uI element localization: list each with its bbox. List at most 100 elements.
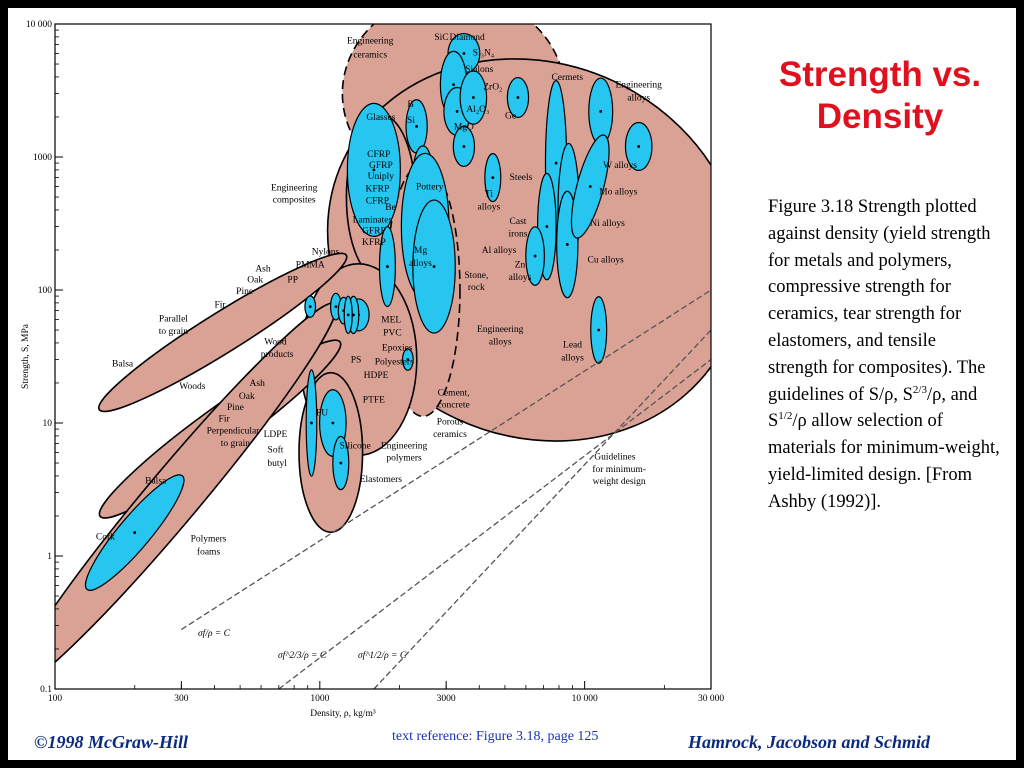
annotation-63: alloys	[561, 354, 584, 364]
caption-text-3: /ρ allow selection of materials for mini…	[768, 411, 1000, 512]
annotation-70: Pine	[227, 403, 244, 413]
annotation-16: CFRP	[367, 150, 390, 160]
annotation-11: Si	[407, 116, 415, 126]
material-dot-cermets	[599, 110, 603, 113]
annotation-3: Diamond	[449, 33, 485, 43]
material-dot-mo-alloys	[588, 185, 592, 188]
annotation-78: Guidelines	[594, 452, 635, 462]
material-dot-polyesters	[346, 313, 350, 317]
material-dot-cfrp	[372, 168, 376, 172]
annotation-47: Ni alloys	[590, 219, 625, 229]
y-tick-label-4: 1000	[33, 153, 52, 163]
annotation-69: Oak	[239, 392, 255, 402]
annotation-67: Woods	[179, 382, 205, 392]
annotation-26: Engineering	[271, 183, 318, 193]
annotation-34: Nylons	[312, 247, 340, 257]
material-dot-b	[415, 124, 419, 128]
guideline-label-2: σf^1/2/ρ = C	[358, 650, 407, 661]
annotation-48: Mo alloys	[599, 188, 638, 198]
material-dot-zro2	[516, 96, 520, 99]
annotation-1: ceramics	[353, 50, 387, 60]
annotation-7: Al₂O₃	[466, 105, 489, 115]
annotation-75: concrete	[438, 400, 470, 410]
annotation-91: foams	[197, 547, 221, 558]
annotation-4: Si₃N₄	[473, 49, 494, 59]
annotation-28: Ti	[485, 190, 493, 200]
material-dot-ldpe	[310, 421, 313, 425]
text-reference: text reference: Figure 3.18, page 125	[392, 729, 599, 744]
annotation-31: Cast	[510, 217, 527, 227]
material-dot-si3n4	[455, 110, 459, 113]
plot-area	[55, 24, 711, 689]
authors-note: Hamrock, Jacobson and Schmid	[688, 732, 931, 752]
annotation-38: Ash	[255, 265, 271, 275]
material-dot-al-alloys	[432, 265, 436, 268]
annotation-15: alloys	[627, 94, 650, 104]
annotation-10: B	[407, 100, 413, 110]
annotation-57: HDPE	[364, 371, 389, 381]
annotation-33: Al alloys	[482, 246, 517, 256]
annotation-85: Silicone	[340, 441, 371, 451]
annotation-44: Stone,	[464, 271, 488, 281]
figure-caption: Figure 3.18 Strength plotted against den…	[768, 194, 1000, 516]
annotation-58: PS	[351, 356, 362, 366]
caption-text-1: Figure 3.18 Strength plotted against den…	[768, 197, 991, 405]
annotation-42: Zn	[515, 261, 526, 271]
annotation-30: Steels	[510, 173, 533, 183]
guideline-1	[278, 359, 711, 689]
annotation-88: Elastomers	[360, 475, 403, 485]
material-dot-mgo	[462, 145, 466, 148]
annotation-37: alloys	[409, 259, 432, 269]
annotation-80: weight design	[593, 477, 646, 487]
annotation-17: GFRP	[369, 161, 393, 171]
y-tick-label-0: 0.1	[40, 685, 52, 695]
guideline-label-1: σf^2/3/ρ = C	[278, 650, 327, 661]
y-tick-label-3: 100	[38, 286, 53, 296]
annotation-51: Parallel	[159, 315, 188, 325]
x-tick-label-1: 300	[174, 694, 189, 704]
annotation-12: Glasses	[366, 113, 395, 123]
annotation-13: Cermets	[551, 73, 583, 83]
material-dot-diamond	[462, 52, 466, 55]
annotation-32: irons	[508, 230, 527, 240]
material-dot-pp	[308, 305, 312, 309]
copyright-note: ©1998 McGraw-Hill	[34, 732, 188, 752]
material-dot-zn-alloys	[533, 254, 537, 258]
annotation-64: Wood	[264, 337, 287, 347]
annotation-66: Balsa	[112, 360, 134, 370]
x-tick-label-2: 1000	[310, 694, 329, 704]
envelope-woods-parallel-to-grain	[97, 252, 348, 413]
annotation-29: alloys	[478, 202, 501, 212]
annotation-77: ceramics	[433, 430, 467, 440]
annotation-0: Engineering	[347, 37, 394, 47]
annotation-89: Balsa	[145, 476, 167, 486]
annotation-27: composites	[273, 195, 316, 205]
annotation-53: MEL	[381, 316, 401, 326]
material-dot-ti-alloys	[491, 176, 495, 180]
annotation-36: Mg	[414, 246, 427, 256]
annotation-21: Be	[385, 203, 396, 213]
annotation-14: Engineering	[615, 81, 662, 91]
guideline-0	[181, 289, 711, 631]
slide-title: Strength vs. Density	[778, 55, 982, 136]
annotation-55: Epoxies	[382, 343, 413, 353]
material-dot-pu	[331, 421, 335, 425]
annotation-8: MgO	[454, 122, 474, 132]
annotation-76: Porous	[437, 417, 464, 427]
material-dot-lead-alloys	[597, 328, 601, 332]
annotation-52: to grain	[159, 327, 189, 337]
annotation-23: GFRP	[362, 227, 386, 237]
x-tick-label-5: 30 000	[698, 694, 724, 704]
annotation-40: Pine	[236, 287, 253, 297]
annotation-68: Ash	[250, 379, 266, 389]
material-dot-w-alloys	[637, 145, 641, 148]
guideline-label-0: σf/ρ = C	[198, 628, 231, 639]
annotation-49: W alloys	[603, 161, 637, 171]
annotation-43: alloys	[509, 273, 532, 283]
guideline-2	[373, 329, 711, 689]
x-tick-label-0: 100	[48, 694, 63, 704]
material-dot-cu-alloys	[565, 243, 569, 246]
y-axis-label: Strength, S, MPa	[21, 323, 31, 389]
annotation-54: PVC	[383, 328, 401, 338]
